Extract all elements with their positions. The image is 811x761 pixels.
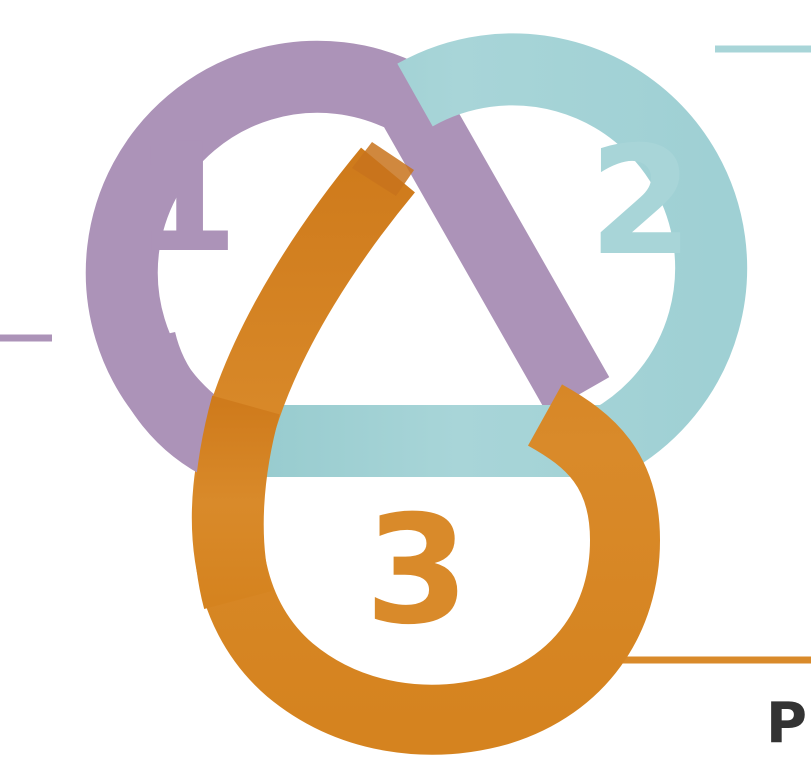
loop-3-band-overpass (229, 405, 246, 600)
cropped-heading-text: P (766, 691, 807, 756)
loop-3-number: 3 (365, 484, 469, 658)
loop-1-number: 1 (134, 112, 238, 286)
loop-2-number: 2 (589, 115, 693, 289)
